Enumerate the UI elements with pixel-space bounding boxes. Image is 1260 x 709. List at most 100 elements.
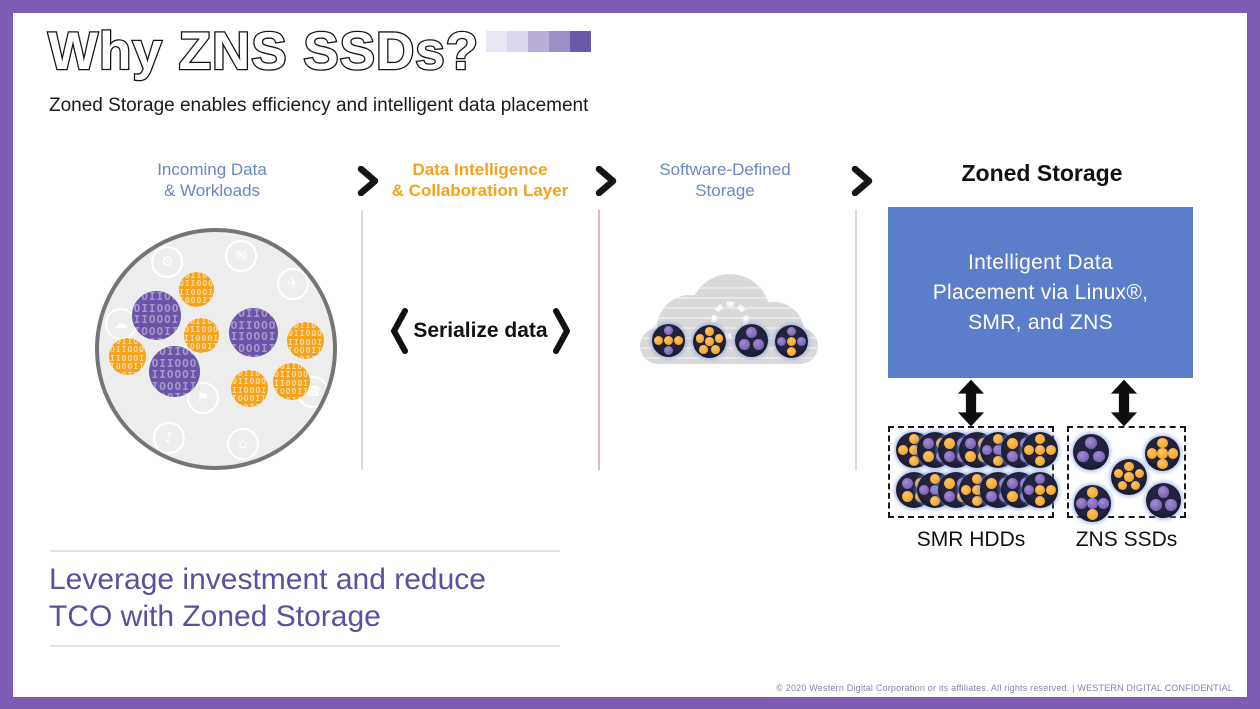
data-dot	[1023, 484, 1035, 496]
smr-hdds-box	[888, 426, 1058, 518]
data-dot	[1087, 509, 1098, 520]
data-dot	[908, 444, 920, 456]
data-dot	[1006, 437, 1018, 449]
data-bubble: OOIIOOOIIOOOIIOOOIIOOOIIOOOIIOOOIIOOOIIO…	[179, 272, 214, 307]
accent-square	[570, 31, 591, 52]
data-dot	[929, 484, 941, 496]
flow-header-data-intelligence: Data Intelligence & Collaboration Layer	[365, 159, 595, 201]
flow-header-line: & Workloads	[163, 181, 261, 200]
data-dot	[908, 455, 920, 467]
data-dot	[992, 455, 1004, 467]
data-dot	[897, 444, 909, 456]
data-dot	[1157, 437, 1168, 449]
slide-canvas: Why ZNS SSDs? Zoned Storage enables effi…	[13, 13, 1247, 697]
data-dot	[1034, 444, 1046, 456]
data-dot	[738, 339, 750, 351]
device-icon: ⚑	[187, 382, 219, 414]
chevron-right-icon	[595, 166, 617, 196]
data-dot	[663, 345, 674, 356]
data-dot	[1006, 451, 1018, 463]
data-dot	[964, 437, 976, 449]
device-icon: ✉	[225, 240, 257, 272]
data-dot	[943, 437, 955, 449]
data-dot	[1076, 498, 1087, 509]
data-dot	[960, 484, 972, 496]
data-dot	[971, 495, 983, 507]
serialize-data-callout: Serialize data	[373, 305, 588, 357]
flow-header-incoming-data: Incoming Data & Workloads	[97, 159, 327, 201]
data-dot	[653, 335, 664, 346]
zns-ssds-box	[1067, 426, 1186, 522]
accent-square	[549, 31, 570, 52]
data-dot	[1034, 455, 1046, 467]
storage-disk	[735, 324, 768, 357]
data-dot	[908, 433, 920, 445]
data-dot	[1087, 487, 1098, 498]
data-dot	[1006, 477, 1018, 489]
column-divider	[855, 210, 857, 470]
data-dot	[673, 335, 684, 346]
accent-squares	[486, 31, 591, 52]
data-dot	[695, 334, 705, 343]
data-dot	[1157, 448, 1168, 459]
tagline: Leverage investment and reduce TCO with …	[49, 563, 486, 633]
data-dot	[663, 325, 674, 336]
data-dot	[705, 327, 714, 336]
storage-disk	[1022, 432, 1058, 468]
data-dot	[922, 451, 934, 463]
flow-header-line: Software-Defined	[659, 160, 791, 179]
double-arrow-icon	[1110, 379, 1138, 427]
data-bubble: OOIIOOOIIOOOIIOOOIIOOOIIOOOIIOOOIIOOOIIO…	[184, 318, 219, 353]
storage-cloud	[628, 272, 828, 378]
data-dot	[711, 345, 720, 354]
data-dot	[1092, 450, 1105, 463]
data-dot	[1157, 485, 1170, 498]
data-dot	[1077, 450, 1090, 463]
data-dot	[699, 345, 708, 354]
page-subtitle: Zoned Storage enables efficiency and int…	[49, 95, 589, 116]
page-title: Why ZNS SSDs?	[47, 21, 480, 83]
accent-square	[486, 31, 507, 52]
data-dot	[1045, 444, 1057, 456]
data-dot	[663, 335, 674, 346]
angle-bracket-right-icon	[552, 308, 570, 354]
serialize-data-label: Serialize data	[413, 319, 548, 342]
data-dot	[929, 473, 941, 485]
storage-disk	[1145, 436, 1180, 471]
data-dot	[1157, 458, 1168, 470]
data-dot	[943, 477, 955, 489]
smr-disk-row	[890, 472, 1058, 508]
flow-header-line: Incoming Data	[157, 160, 267, 179]
column-divider	[361, 210, 363, 470]
data-dot	[943, 491, 955, 503]
storage-disk	[652, 324, 685, 357]
cloud-icon	[640, 274, 818, 364]
accent-square	[507, 31, 528, 52]
accent-square	[528, 31, 549, 52]
data-dot	[964, 451, 976, 463]
data-dot	[1034, 473, 1046, 485]
data-dot	[1045, 484, 1057, 496]
data-dot	[746, 326, 757, 338]
device-icon: ✈	[277, 268, 309, 300]
data-bubble: OOIIOOOIIOOOIIOOOIIOOOIIOOOIIOOOIIOOOIIO…	[229, 308, 278, 357]
data-bubble: OOIIOOOIIOOOIIOOOIIOOOIIOOOIIOOOIIOOOIIO…	[273, 363, 310, 400]
data-dot	[1146, 448, 1158, 459]
gear-arc-icon	[711, 301, 749, 339]
storage-disk	[1146, 483, 1181, 518]
tagline-rule-top	[50, 550, 560, 552]
data-dot	[786, 336, 797, 347]
data-dot	[796, 336, 807, 347]
data-dot	[1124, 461, 1134, 471]
device-icon: ⌂	[227, 428, 259, 460]
chevron-right-icon	[851, 166, 873, 196]
storage-disk	[693, 325, 726, 358]
data-dot	[943, 451, 955, 463]
data-dot	[929, 495, 941, 507]
data-dot	[1150, 499, 1162, 511]
data-dot	[1114, 468, 1124, 479]
column-divider	[598, 210, 600, 470]
data-dot	[705, 337, 714, 346]
zoned-storage-box: Intelligent Data Placement via Linux®, S…	[888, 207, 1193, 378]
